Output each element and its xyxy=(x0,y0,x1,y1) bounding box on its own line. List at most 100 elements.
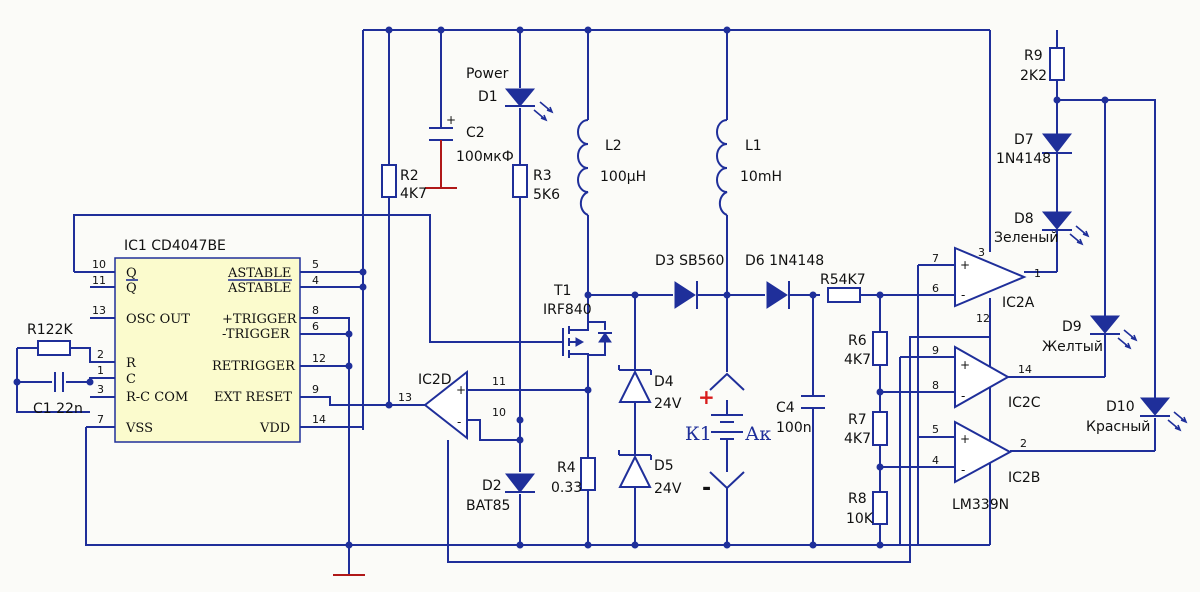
pin-number: 8 xyxy=(312,304,319,317)
pin-number: 5 xyxy=(932,423,939,436)
pin-name: RETRIGGER xyxy=(212,359,296,374)
d5-value: 24V xyxy=(654,481,682,497)
r4-resistor: R4 0.33 xyxy=(551,457,596,496)
pin-number: 8 xyxy=(932,379,939,392)
ic1-cd4047: IC1 CD4047BE 10 Q 11 Q 13 OSC OUT 2 R 1 … xyxy=(92,238,326,443)
l2-label: L2 xyxy=(605,138,622,154)
pin-name: VSS xyxy=(125,421,153,436)
pin-number: 7 xyxy=(932,252,939,265)
pin-number: 3 xyxy=(978,246,985,259)
pin-number: 14 xyxy=(312,413,326,426)
pin-name: OSC OUT xyxy=(126,312,190,327)
r6-label: R6 xyxy=(848,333,867,349)
l1-label: L1 xyxy=(745,138,762,154)
d10-led: D10 Красный xyxy=(1086,397,1188,435)
pin-number: 4 xyxy=(932,454,939,467)
c2-label: C2 xyxy=(466,125,485,141)
ic2a-comparator: + - IC2A 7 6 3 12 1 xyxy=(932,246,1041,325)
r1-label: R122K xyxy=(27,322,73,338)
r9-label: R9 xyxy=(1024,48,1043,64)
t1-label: T1 xyxy=(553,283,571,299)
pin-number: 6 xyxy=(312,320,319,333)
pin-number: 2 xyxy=(97,348,104,361)
c2-value: 100мкФ xyxy=(456,149,514,165)
k1-label: К1 xyxy=(685,423,712,445)
pin-number: 6 xyxy=(932,282,939,295)
pin-number: 1 xyxy=(97,364,104,377)
r1-resistor: R122K xyxy=(27,322,73,356)
r9-resistor: R9 2K2 xyxy=(1020,47,1065,84)
r2-label: R2 xyxy=(400,168,419,184)
d4-label: D4 xyxy=(654,374,674,390)
ak-label: Ак xyxy=(745,423,771,445)
pin-name: ASTABLE xyxy=(227,281,291,296)
ic1-label: IC1 CD4047BE xyxy=(124,238,226,254)
l1-value: 10mH xyxy=(740,169,782,185)
c2-polarity: + xyxy=(446,113,456,127)
pin-number: 9 xyxy=(312,383,319,396)
r2-resistor: R2 4K7 xyxy=(381,164,427,202)
pin-number: 10 xyxy=(92,258,106,271)
r7-resistor: R7 4K7 xyxy=(844,411,888,447)
r4-value: 0.33 xyxy=(551,480,582,496)
ic1-right-pins: ASTABLE 5 ASTABLE 4 +TRIGGER 8 -TRIGGER … xyxy=(212,258,326,436)
d2-label: D2 xyxy=(482,478,502,494)
c1-label: C1 22n xyxy=(33,401,83,417)
d3-label: D3 SB560 xyxy=(655,253,724,269)
d8-led: D8 Зеленый xyxy=(994,211,1090,246)
pin-number: 10 xyxy=(492,406,506,419)
d9-led: D9 Желтый xyxy=(1042,315,1138,355)
d5-label: D5 xyxy=(654,458,674,474)
pin-number: 12 xyxy=(976,312,990,325)
d6-label: D6 1N4148 xyxy=(745,253,824,269)
d7-label: D7 xyxy=(1014,132,1034,148)
ic2b-minus: - xyxy=(961,463,965,477)
pin-name: Q xyxy=(126,266,137,281)
r2-value: 4K7 xyxy=(400,186,427,202)
r7-value: 4K7 xyxy=(844,431,871,447)
ic2b-plus: + xyxy=(960,432,970,446)
d9-label: D9 xyxy=(1062,319,1082,335)
pin-number: 14 xyxy=(1018,363,1032,376)
ic2c-comparator: + - IC2C 9 8 14 xyxy=(932,344,1041,411)
t1-value: IRF840 xyxy=(543,302,592,318)
junction-dots xyxy=(13,26,1109,549)
pin-name: R xyxy=(126,356,137,371)
c2-capacitor: + C2 100мкФ xyxy=(429,113,514,188)
d5-zener: D5 24V xyxy=(618,450,682,497)
ic2b-label: IC2B xyxy=(1008,470,1040,486)
ic2c-minus: - xyxy=(961,389,965,403)
r5-resistor: R54K7 xyxy=(820,272,866,303)
ic2d-label: IC2D xyxy=(418,372,452,388)
r3-resistor: R3 5K6 xyxy=(512,164,560,203)
pin-name: C xyxy=(126,372,136,387)
pin-number: 1 xyxy=(1034,267,1041,280)
d7-value: 1N4148 xyxy=(996,151,1051,167)
r7-label: R7 xyxy=(848,412,867,428)
d9-value: Желтый xyxy=(1042,339,1103,355)
d8-value: Зеленый xyxy=(994,230,1058,246)
pin-name: EXT RESET xyxy=(214,390,292,405)
pin-number: 7 xyxy=(97,413,104,426)
pin-name: R-C COM xyxy=(126,390,188,405)
r6-resistor: R6 4K7 xyxy=(844,331,888,368)
c1-capacitor: C1 22n xyxy=(33,372,83,417)
d4-value: 24V xyxy=(654,396,682,412)
ic2d-comparator: + - IC2D 11 10 13 xyxy=(398,369,506,441)
pin-number: 13 xyxy=(398,391,412,404)
ic2a-plus: + xyxy=(960,258,970,272)
c4-capacitor: C4 100n xyxy=(776,395,825,436)
c4-label: C4 xyxy=(776,400,795,416)
d1-label: D1 xyxy=(478,89,498,105)
r9-value: 2K2 xyxy=(1020,68,1047,84)
d10-value: Красный xyxy=(1086,419,1150,435)
ic1-left-pins: 10 Q 11 Q 13 OSC OUT 2 R 1 C 3 R-C COM 7… xyxy=(92,258,190,436)
pin-number: 4 xyxy=(312,274,319,287)
pin-number: 11 xyxy=(92,274,106,287)
ic2b-comparator: + - IC2B LM339N 5 4 2 xyxy=(932,420,1040,513)
d2-diode: D2 BAT85 xyxy=(466,473,536,514)
k1-battery: + - К1 Ак xyxy=(685,372,771,501)
d3-diode: D3 SB560 xyxy=(655,253,724,309)
ground-symbols xyxy=(333,140,457,576)
